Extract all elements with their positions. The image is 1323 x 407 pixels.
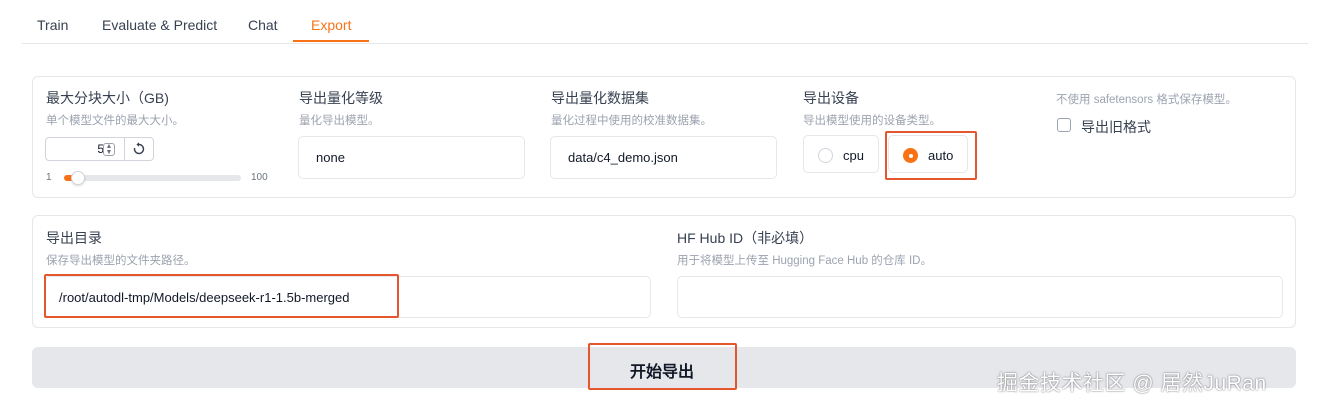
export-dir-label: 导出目录	[46, 230, 102, 246]
quantization-dataset-value: data/c4_demo.json	[568, 150, 678, 165]
quantization-bit-description: 量化导出模型。	[299, 115, 380, 127]
legacy-format-checkbox[interactable]	[1057, 118, 1071, 132]
hub-id-input[interactable]	[677, 276, 1283, 318]
slider-max-label: 100	[251, 172, 268, 183]
radio-button[interactable]	[818, 148, 833, 163]
start-export-button[interactable]	[32, 347, 1296, 388]
hub-id-description: 用于将模型上传至 Hugging Face Hub 的仓库 ID。	[677, 255, 932, 267]
quantization-bit-dropdown[interactable]: none	[298, 136, 525, 179]
max-shard-size-number-input[interactable]: 5 ▲▼	[45, 137, 154, 161]
quantization-dataset-input[interactable]: data/c4_demo.json	[550, 136, 777, 179]
export-device-option-cpu[interactable]: cpu	[803, 135, 879, 173]
active-tab-indicator	[293, 40, 369, 42]
slider-thumb[interactable]	[70, 171, 85, 185]
slider-min-label: 1	[46, 172, 52, 183]
tab-chat[interactable]: Chat	[248, 17, 278, 33]
hub-id-label: HF Hub ID（非必填）	[677, 230, 814, 246]
max-shard-size-label: 最大分块大小（GB)	[46, 90, 169, 106]
spinner-icon[interactable]: ▲▼	[103, 143, 115, 156]
tab-bar: Train Evaluate & Predict Chat Export	[22, 0, 1308, 44]
max-shard-size-description: 单个模型文件的最大大小。	[46, 115, 184, 127]
export-device-option-label: cpu	[843, 148, 864, 163]
export-device-option-label: auto	[928, 148, 954, 163]
export-device-label: 导出设备	[803, 90, 859, 106]
max-shard-size-slider[interactable]	[64, 175, 241, 181]
radio-button-selected[interactable]	[903, 148, 918, 163]
tab-export[interactable]: Export	[311, 17, 352, 33]
input-divider	[124, 138, 125, 160]
quantization-dataset-description: 量化过程中使用的校准数据集。	[551, 115, 712, 127]
export-device-description: 导出模型使用的设备类型。	[803, 115, 941, 127]
export-dir-description: 保存导出模型的文件夹路径。	[46, 255, 196, 267]
start-export-label: 开始导出	[630, 364, 695, 381]
watermark-text: 掘金技术社区 @ 居然JuRan	[997, 372, 1267, 395]
quantization-bit-value: none	[316, 150, 345, 165]
tab-train[interactable]: Train	[37, 17, 69, 33]
export-dir-value: /root/autodl-tmp/Models/deepseek-r1-1.5b…	[59, 290, 350, 305]
tab-evaluate-predict[interactable]: Evaluate & Predict	[102, 17, 218, 33]
legacy-format-label: 导出旧格式	[1081, 119, 1151, 135]
reset-icon[interactable]	[130, 141, 148, 157]
quantization-dataset-label: 导出量化数据集	[551, 90, 649, 106]
max-shard-size-value: 5	[97, 142, 104, 156]
legacy-format-description: 不使用 safetensors 格式保存模型。	[1056, 94, 1237, 106]
export-dir-input[interactable]: /root/autodl-tmp/Models/deepseek-r1-1.5b…	[45, 276, 651, 318]
quantization-bit-label: 导出量化等级	[299, 90, 383, 106]
export-device-option-auto[interactable]: auto	[888, 135, 968, 173]
